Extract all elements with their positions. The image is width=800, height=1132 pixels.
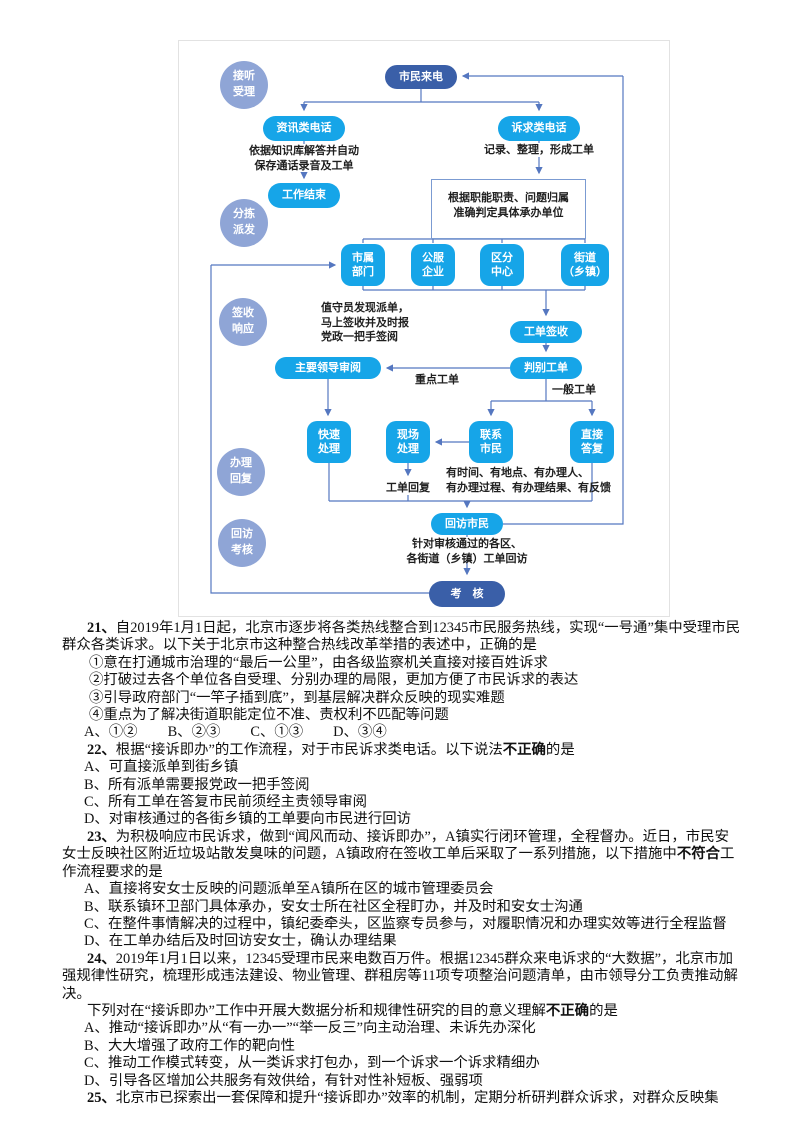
flowchart-connectors bbox=[210, 72, 624, 594]
question-25-stem: 25、北京市已探索出一套保障和提升“接诉即办”效率的机制，定期分析研判群众诉求，… bbox=[87, 1089, 719, 1106]
question-section: 21、自2019年1月1日起，北京市逐步将各类热线整合到12345市民服务热线，… bbox=[62, 620, 742, 1107]
question-24-number: 24、 bbox=[87, 950, 116, 967]
answer-c: C、①③ bbox=[250, 724, 304, 741]
question-23-option-a: A、直接将安女士反映的问题派单至A镇所在区的城市管理委员会 bbox=[84, 881, 494, 898]
handle-requirements-note: 有时间、有地点、有办理人、 有办理过程、有办理结果、有反馈 bbox=[446, 467, 611, 494]
emphasis-incorrect: 不正确 bbox=[545, 1002, 590, 1019]
question-23-stem: 23、为积极响应市民诉求，做到“闻风而动、接诉即办”，A镇实行闭环管理，全程督办… bbox=[62, 828, 735, 880]
node-order-sign: 工单签收 bbox=[510, 321, 582, 343]
order-reply-label: 工单回复 bbox=[386, 482, 430, 494]
dispatch-frame bbox=[431, 179, 586, 239]
node-street-township: 街道 （乡镇） bbox=[561, 244, 609, 286]
stage-sort-dispatch: 分拣 派发 bbox=[220, 199, 268, 247]
question-24-option-d: D、引导各区增加公共服务有效供给，有针对性补短板、强弱项 bbox=[84, 1072, 483, 1089]
question-21-item-3: ③引导政府部门“一竿子插到底”，到基层解决群众反映的现实难题 bbox=[89, 689, 505, 706]
emphasis-nonconforming: 不符合 bbox=[676, 846, 720, 863]
question-22-option-d: D、对审核通过的各街乡镇的工单要向市民进行回访 bbox=[84, 811, 411, 828]
node-info-call: 资讯类电话 bbox=[263, 116, 345, 141]
answer-a: A、①② bbox=[84, 724, 138, 741]
node-appeal-call: 诉求类电话 bbox=[498, 116, 580, 141]
question-21-item-2: ②打破过去各个单位各自受理、分别办理的局限，更加方便了市民诉求的表达 bbox=[89, 672, 579, 689]
revisit-note: 针对审核通过的各区、 各街道（乡镇）工单回访 bbox=[406, 538, 528, 565]
node-public-enterprise: 公服 企业 bbox=[411, 244, 455, 286]
node-contact-citizen: 联系 市民 bbox=[469, 421, 513, 463]
stage-sign-respond: 签收 响应 bbox=[219, 298, 267, 346]
question-23-option-d: D、在工单办结后及时回访安女士，确认办理结果 bbox=[84, 933, 397, 950]
appeal-call-note: 记录、整理，形成工单 bbox=[484, 144, 594, 156]
question-23-option-c: C、在整件事情解决的过程中，镇纪委牵头，区监察专员参与，对履职情况和办理实效等进… bbox=[84, 915, 727, 932]
question-25: 25、北京市已探索出一套保障和提升“接诉即办”效率的机制，定期分析研判群众诉求，… bbox=[62, 1090, 742, 1107]
general-order-label: 一般工单 bbox=[552, 384, 596, 396]
dispatch-note: 根据职能职责、问题归属 准确判定具体承办单位 bbox=[448, 192, 569, 219]
question-23-option-b: B、联系镇环卫部门具体承办，安女士所在社区全程盯办，并及时和安女士沟通 bbox=[84, 898, 583, 915]
answer-b: B、②③ bbox=[167, 724, 221, 741]
question-21-stem: 21、自2019年1月1日起，北京市逐步将各类热线整合到12345市民服务热线，… bbox=[62, 620, 741, 654]
node-site-handle: 现场 处理 bbox=[386, 421, 430, 463]
node-fast-handle: 快速 处理 bbox=[307, 421, 351, 463]
question-21: 21、自2019年1月1日起，北京市逐步将各类热线整合到12345市民服务热线，… bbox=[62, 620, 742, 742]
question-22-stem: 22、根据“接诉即办”的工作流程，对于市民诉求类电话。以下说法不正确的是 bbox=[87, 741, 575, 758]
node-assess: 考 核 bbox=[429, 581, 505, 607]
stage-revisit-assess: 回访 考核 bbox=[218, 519, 266, 567]
question-21-answers: A、①② B、②③ C、①③ D、③④ bbox=[62, 724, 742, 741]
node-revisit-citizen: 回访市民 bbox=[431, 513, 503, 535]
stage-handle-reply: 办理 回复 bbox=[217, 448, 265, 496]
question-22: 22、根据“接诉即办”的工作流程，对于市民诉求类电话。以下说法不正确的是 A、可… bbox=[62, 742, 742, 829]
question-24-option-a: A、推动“接诉即办”从“有一办一”“举一反三”向主动治理、未诉先办深化 bbox=[84, 1020, 536, 1037]
question-21-item-4: ④重点为了解决街道职能定位不准、责权利不匹配等问题 bbox=[89, 707, 449, 724]
question-23-number: 23、 bbox=[87, 828, 116, 845]
question-22-option-a: A、可直接派单到街乡镇 bbox=[84, 759, 239, 776]
stage-answer-accept: 接听 受理 bbox=[220, 61, 268, 109]
question-24-option-c: C、推动工作模式转变，从一类诉求打包办，到一个诉求一个诉求精细办 bbox=[84, 1055, 540, 1072]
question-22-option-b: B、所有派单需要报党政一把手签阅 bbox=[84, 776, 310, 793]
duty-officer-note: 值守员发现派单， 马上签收并及时报 党政一把手签阅 bbox=[321, 302, 409, 344]
key-order-label: 重点工单 bbox=[415, 374, 459, 386]
node-work-end: 工作结束 bbox=[268, 183, 340, 208]
question-25-number: 25、 bbox=[87, 1089, 116, 1106]
node-city-department: 市属 部门 bbox=[341, 244, 385, 286]
node-direct-reply: 直接 答复 bbox=[570, 421, 614, 463]
question-21-number: 21、 bbox=[87, 620, 116, 636]
question-21-item-1: ①意在打通城市治理的“最后一公里”，由各级监察机关直接对接百姓诉求 bbox=[89, 654, 548, 671]
node-citizen-call: 市民来电 bbox=[385, 65, 457, 89]
question-22-number: 22、 bbox=[87, 741, 116, 758]
emphasis-incorrect: 不正确 bbox=[502, 741, 546, 758]
question-24: 24、2019年1月1日以来，12345受理市民来电数百万件。根据12345群众… bbox=[62, 951, 742, 1090]
question-23: 23、为积极响应市民诉求，做到“闻风而动、接诉即办”，A镇实行闭环管理，全程督办… bbox=[62, 829, 742, 951]
node-district-center: 区分 中心 bbox=[480, 244, 524, 286]
info-call-note: 依据知识库解答并自动 保存通话录音及工单 bbox=[249, 145, 359, 172]
question-24-intro: 24、2019年1月1日以来，12345受理市民来电数百万件。根据12345群众… bbox=[62, 950, 738, 1002]
question-22-option-c: C、所有工单在答复市民前须经主责领导审阅 bbox=[84, 794, 368, 811]
hotline-flowchart: 接听 受理 分拣 派发 签收 响应 办理 回复 回访 考核 市民来电 资讯类电话… bbox=[178, 40, 670, 617]
node-leader-review: 主要领导审阅 bbox=[275, 357, 381, 379]
question-24-stem: 下列对在“接诉即办”工作中开展大数据分析和规律性研究的目的意义理解不正确的是 bbox=[87, 1002, 618, 1019]
node-order-judge: 判别工单 bbox=[510, 357, 582, 379]
answer-d: D、③④ bbox=[333, 724, 387, 741]
question-24-option-b: B、大大增强了政府工作的靶向性 bbox=[84, 1037, 296, 1054]
